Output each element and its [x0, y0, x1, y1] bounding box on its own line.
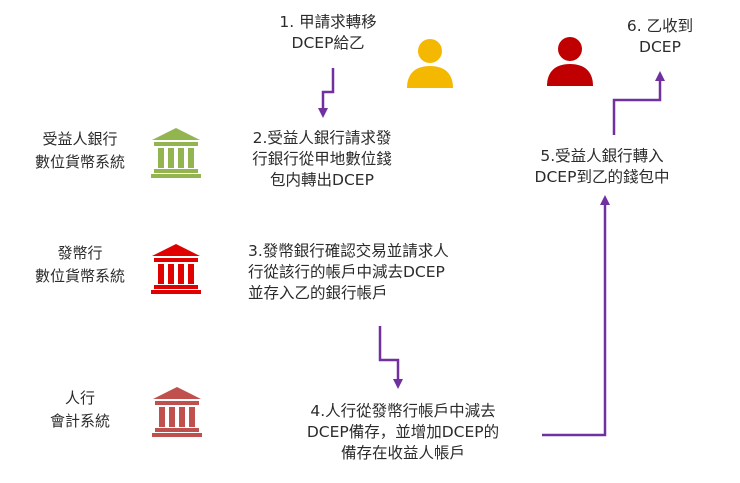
step-5-text: 5.受益人銀行轉入 DCEP到乙的錢包中 [534, 147, 670, 186]
step-2-text: 2.受益人銀行請求發 行銀行從甲地數位錢 包内轉出DCEP [252, 129, 392, 189]
bank-label-issuer: 發幣行 數位貨幣系統 [34, 244, 125, 285]
bank-icon [152, 387, 202, 437]
step-1-text: 1. 甲請求轉移 DCEP給乙 [279, 13, 377, 52]
arrow-step3-to-step4 [378, 326, 403, 389]
arrow-step1-to-step2 [318, 68, 335, 118]
arrow-step4-to-step5 [542, 195, 610, 437]
step-4-text: 4.人行從發幣行帳戶中減去 DCEP備存，並增加DCEP的 備存在收益人帳戶 [306, 402, 500, 462]
person-icon [407, 39, 453, 88]
bank-icon [151, 244, 201, 294]
bank-label-beneficiary: 受益人銀行 數位貨幣系統 [34, 130, 125, 171]
person-icon [547, 37, 593, 86]
step-3-text: 3.發幣銀行確認交易並請求人 行從該行的帳戶中減去DCEP 並存入乙的銀行帳戶 [248, 242, 449, 302]
arrow-step5-to-step6 [612, 71, 665, 135]
step-6-text: 6. 乙收到 DCEP [626, 17, 694, 56]
bank-label-central: 人行 會計系統 [49, 389, 110, 430]
bank-icon [151, 128, 201, 178]
